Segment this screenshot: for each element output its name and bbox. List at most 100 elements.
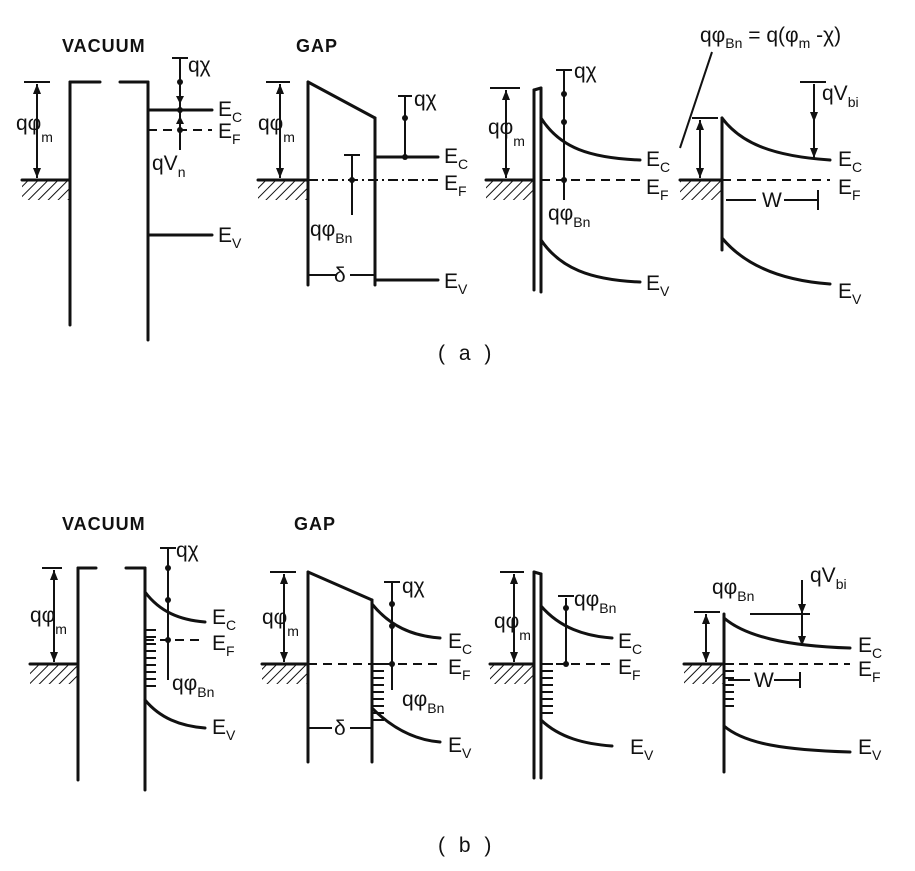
- ec-label: EC: [858, 634, 882, 661]
- arrow-head: [502, 168, 510, 178]
- arrow-head: [502, 90, 510, 100]
- ec-label: EC: [646, 148, 670, 175]
- arrow-head: [810, 148, 818, 158]
- qphibn-dot: [561, 177, 567, 183]
- qphibn-dot: [563, 661, 569, 667]
- ef-label: EF: [218, 120, 241, 147]
- panel-b4: qφBn qVbi W EC EF EV: [682, 564, 882, 774]
- qphim-label: qφm: [262, 606, 299, 639]
- qchi-label: qχ: [414, 88, 437, 111]
- arrow-head: [176, 116, 184, 124]
- caption-b: ( b ): [438, 834, 495, 857]
- qphibn-label: qφBn: [310, 218, 352, 246]
- ev-label: EV: [444, 270, 468, 297]
- ec-curve: [720, 116, 832, 162]
- ec-label: EC: [838, 148, 862, 175]
- arrow-head: [510, 652, 518, 662]
- delta-label: δ: [334, 264, 346, 287]
- qvbi-label: qVbi: [810, 564, 847, 592]
- ec-curve: [143, 590, 207, 624]
- qphibn-label: qφBn: [548, 202, 590, 230]
- ec-label: EC: [618, 630, 642, 657]
- ev-curve: [722, 724, 852, 754]
- qchi-label: qχ: [176, 539, 199, 562]
- ev-curve: [143, 698, 207, 730]
- ec-curve: [539, 116, 642, 162]
- ev-label: EV: [646, 272, 670, 299]
- qchi-dot: [561, 119, 567, 125]
- arrow-head: [510, 574, 518, 584]
- ec-curve: [370, 602, 442, 640]
- gap-top: [532, 570, 543, 576]
- metal-hatch: [22, 180, 70, 200]
- qphibn-label: qφBn: [712, 576, 754, 604]
- metal-hatch: [680, 180, 722, 200]
- arrow-head: [810, 112, 818, 122]
- panel-a4: qφBn = q(φm -χ) qVbi W EC EF EV: [678, 24, 862, 307]
- qphim-label: qφm: [494, 610, 531, 643]
- ev-label: EV: [212, 716, 236, 743]
- qphibn-dot: [389, 661, 395, 667]
- qchi-dot: [165, 597, 171, 603]
- qphim-label: qφm: [488, 116, 525, 149]
- qphim-label: qφm: [30, 604, 67, 637]
- qphibn-dot: [349, 177, 355, 183]
- panel-a1: VACUUM qφm qχ qVn EC EF EV: [16, 36, 242, 342]
- ev-curve: [539, 718, 614, 748]
- qchi-dot: [561, 91, 567, 97]
- surface-states: [145, 629, 156, 687]
- arrow-head: [798, 604, 806, 614]
- panel-a3: qφm qχ qφBn EC EF EV: [484, 60, 670, 299]
- qphim-label: qφm: [258, 112, 295, 145]
- ev-label: EV: [858, 736, 882, 763]
- qchi-label: qχ: [402, 575, 425, 598]
- ec-label: EC: [212, 606, 236, 633]
- arrow-head: [702, 652, 710, 662]
- arrow-head: [696, 120, 704, 130]
- ef-label: EF: [838, 176, 861, 203]
- panel-b1: VACUUM qφm qχ qφBn EC EF EV: [28, 514, 236, 792]
- ef-label: EF: [444, 172, 467, 199]
- qchi-dot: [402, 154, 408, 160]
- qphibn-label: qφBn: [402, 688, 444, 716]
- qchi-dot: [402, 115, 408, 121]
- qvbi-label: qVbi: [822, 82, 859, 110]
- arrow-head: [798, 636, 806, 646]
- ef-label: EF: [618, 656, 641, 683]
- qchi-dot: [177, 107, 183, 113]
- surface-states: [541, 663, 553, 714]
- ec-curve: [539, 604, 614, 640]
- ef-label: EF: [646, 176, 669, 203]
- vacuum-header: VACUUM: [62, 514, 146, 534]
- surface-states: [724, 663, 734, 707]
- arrow-head: [280, 652, 288, 662]
- qvn-label: qVn: [152, 152, 185, 180]
- ev-label: EV: [218, 224, 242, 251]
- qphibn-dot: [563, 605, 569, 611]
- formula-leader-line: [679, 51, 713, 149]
- qphim-label: qφm: [16, 112, 53, 145]
- ef-label: EF: [212, 632, 235, 659]
- arrow-head: [696, 168, 704, 178]
- ev-label: EV: [838, 280, 862, 307]
- gap-vacuum-slope: [306, 80, 377, 120]
- qchi-dot: [389, 601, 395, 607]
- ev-label: EV: [630, 736, 654, 763]
- caption-a: ( a ): [438, 342, 495, 365]
- w-label: W: [754, 669, 774, 692]
- qphibn-label: qφBn: [574, 588, 616, 616]
- qphibn-dot: [165, 637, 171, 643]
- panel-b3: qφm qφBn EC EF EV: [488, 570, 654, 780]
- qchi-dot: [389, 623, 395, 629]
- ec-label: EC: [448, 630, 472, 657]
- metal-hatch: [258, 180, 308, 200]
- ec-curve: [722, 616, 852, 650]
- delta-label: δ: [334, 717, 346, 740]
- ef-label: EF: [448, 656, 471, 683]
- gap-header: GAP: [294, 514, 336, 534]
- arrow-head: [280, 574, 288, 584]
- arrow-head: [50, 570, 58, 580]
- qchi-dot: [165, 565, 171, 571]
